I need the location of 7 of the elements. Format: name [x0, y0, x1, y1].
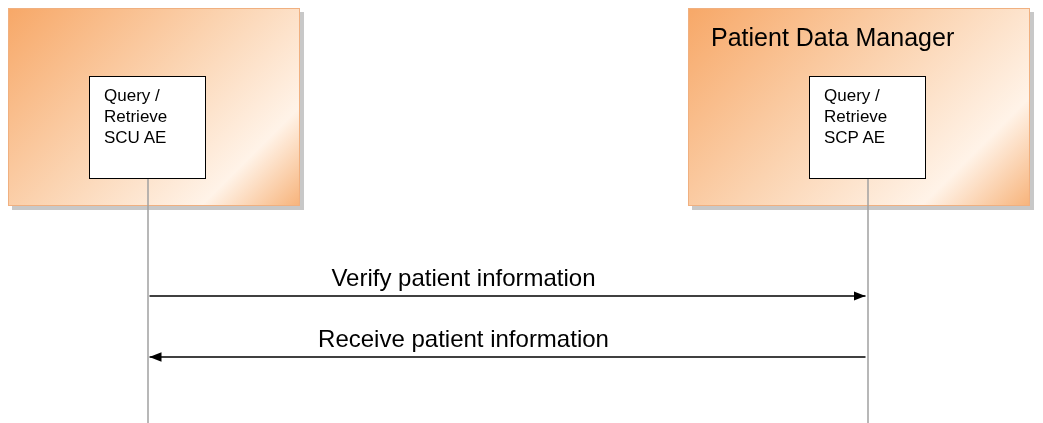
- entity-box: Query / Retrieve SCP AE: [809, 76, 926, 179]
- lifeline: [865, 179, 870, 423]
- lifeline: [145, 179, 150, 423]
- message-arrow: [148, 291, 867, 301]
- panel-title: Patient Data Manager: [711, 23, 955, 52]
- entity-box: Query / Retrieve SCU AE: [89, 76, 206, 179]
- message-arrow: [148, 352, 867, 362]
